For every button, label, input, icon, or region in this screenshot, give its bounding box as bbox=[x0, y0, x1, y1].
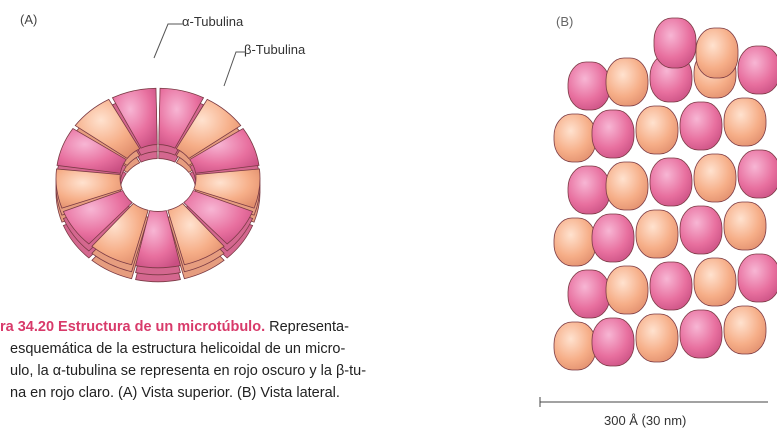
tubulin-subunit bbox=[591, 317, 635, 367]
tubulin-subunit bbox=[605, 161, 649, 211]
scale-bar-label: 300 Å (30 nm) bbox=[604, 413, 687, 428]
tubulin-subunit bbox=[91, 202, 149, 266]
panel-a-label: (A) bbox=[20, 12, 38, 27]
tubulin-subunit bbox=[567, 165, 611, 215]
tubulin-subunit bbox=[567, 269, 611, 319]
tubulin-subunit bbox=[693, 257, 737, 307]
tubulin-subunit bbox=[183, 189, 254, 245]
microtubule-top-view bbox=[55, 87, 261, 283]
tubulin-subunit bbox=[695, 27, 739, 79]
tubulin-subunit bbox=[553, 321, 597, 371]
panel-b-label: (B) bbox=[556, 14, 574, 29]
tubulin-subunit bbox=[737, 253, 777, 303]
tubulin-subunit bbox=[649, 157, 693, 207]
caption-line-2: esquemática de la estructura helicoidal … bbox=[10, 341, 346, 357]
tubulin-subunit bbox=[737, 45, 777, 95]
tubulin-subunit bbox=[158, 87, 205, 149]
tubulin-subunit bbox=[175, 98, 242, 159]
tubulin-subunit bbox=[591, 109, 635, 159]
tubulin-subunit bbox=[679, 101, 723, 151]
label-leader-lines bbox=[153, 23, 246, 87]
alpha-tubulin-label: α-Tubulina bbox=[182, 14, 244, 29]
tubulin-subunit bbox=[189, 127, 260, 174]
tubulin-subunit bbox=[693, 153, 737, 203]
tubulin-subunit bbox=[723, 97, 767, 147]
tubulin-subunit bbox=[56, 127, 127, 174]
beta-tubulin-label: β-Tubulina bbox=[244, 42, 306, 57]
alpha-leader-line bbox=[153, 23, 184, 59]
tubulin-subunit bbox=[553, 217, 597, 267]
tubulin-subunit bbox=[74, 98, 141, 159]
tubulin-subunit bbox=[635, 105, 679, 155]
tubulin-subunit bbox=[55, 168, 123, 209]
tubulin-subunit bbox=[679, 205, 723, 255]
caption-line-3: ulo, la α-tubulina se representa en rojo… bbox=[10, 363, 367, 379]
tubulin-subunit bbox=[723, 305, 767, 355]
caption-line-1: ra 34.20 Estructura de un microtúbulo. R… bbox=[0, 316, 520, 338]
tubulin-subunit bbox=[635, 209, 679, 259]
tubulin-subunit bbox=[649, 261, 693, 311]
tubulin-subunit bbox=[111, 87, 158, 149]
caption-line-4: na en rojo claro. (A) Vista superior. (B… bbox=[10, 385, 340, 401]
tubulin-subunit bbox=[567, 61, 611, 111]
tubulin-subunit bbox=[605, 265, 649, 315]
tubulin-subunit bbox=[737, 149, 777, 199]
beta-leader-line bbox=[223, 51, 246, 87]
caption-line-1-rest: Representa- bbox=[265, 319, 349, 335]
tubulin-subunit bbox=[679, 309, 723, 359]
scale-bar bbox=[539, 397, 768, 407]
tubulin-subunit bbox=[605, 57, 649, 107]
figure-title: ra 34.20 Estructura de un microtúbulo. bbox=[0, 319, 266, 335]
microtubule-side-view bbox=[553, 17, 777, 371]
tubulin-subunit bbox=[553, 113, 597, 163]
tubulin-subunit bbox=[135, 210, 181, 269]
tubulin-subunit bbox=[167, 202, 225, 266]
figure-caption: ra 34.20 Estructura de un microtúbulo. R… bbox=[0, 316, 520, 404]
tubulin-subunit bbox=[193, 168, 261, 209]
tubulin-subunit bbox=[635, 313, 679, 363]
tubulin-subunit bbox=[653, 17, 697, 69]
tubulin-subunit bbox=[62, 189, 133, 245]
tubulin-subunit bbox=[591, 213, 635, 263]
tubulin-subunit bbox=[723, 201, 767, 251]
